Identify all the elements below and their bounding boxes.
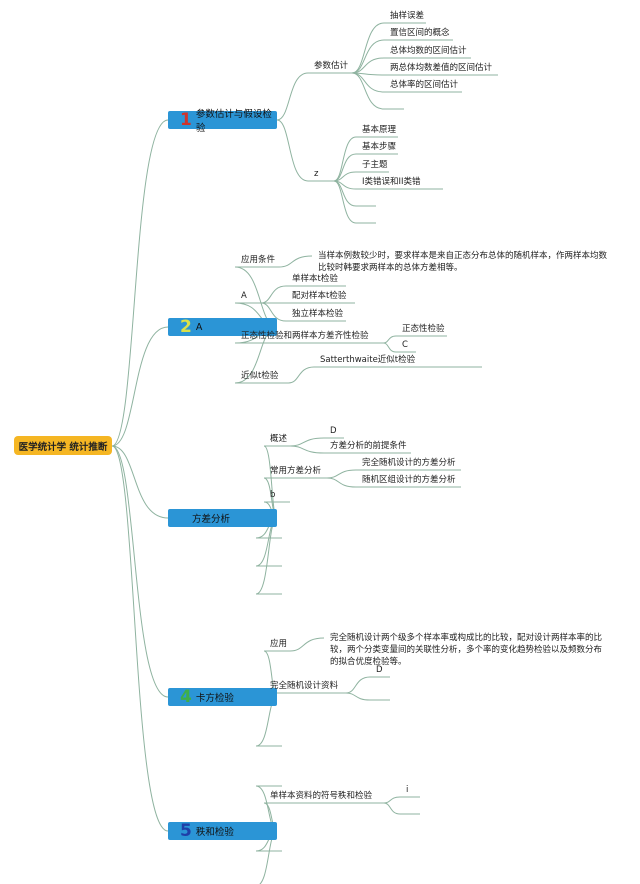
leaf-node-label[interactable]: 总体率的区间估计 (390, 80, 459, 90)
leaf-connector (326, 477, 357, 488)
leaf-node-label[interactable]: 抽样误差 (390, 11, 425, 21)
leaf-connector (383, 335, 397, 344)
leaf-connector (260, 302, 287, 322)
note-text: 当样本例数较少时，要求样本是来自正态分布总体的随机样本，作两样本均数比较时韩要求… (318, 251, 608, 273)
note-connector (289, 637, 325, 652)
leaf-node-label[interactable]: 独立样本检验 (292, 309, 344, 319)
branch-label: 参数估计与假设检验 (195, 109, 272, 134)
leaf-connector (351, 72, 385, 93)
leaf-node-label[interactable]: 配对样本t检验 (292, 291, 347, 301)
branch-label: A (195, 321, 203, 333)
branch-connector (111, 445, 169, 519)
leaf-connector (289, 437, 325, 447)
leaf-connector (326, 469, 357, 479)
root-node[interactable]: 医学统计学 统计推断 (14, 436, 112, 455)
leaf-node-label[interactable]: 方差分析的前提条件 (330, 441, 407, 451)
child-node-label[interactable]: A (241, 291, 247, 301)
note-connector (278, 255, 313, 268)
child-node-label[interactable]: 单样本资料的符号秩和检验 (270, 791, 373, 801)
leaf-connector (345, 676, 371, 694)
leaf-connector (333, 180, 357, 207)
child-connector (276, 119, 309, 182)
leaf-node-label[interactable]: 总体均数的区间估计 (390, 46, 467, 56)
child-node-label[interactable]: 近似t检验 (241, 371, 279, 381)
branch-label: 卡方检验 (195, 693, 234, 704)
leaf-connector (351, 22, 385, 74)
leaf-connector (383, 796, 401, 804)
leaf-node-label[interactable]: 两总体均数差值的区间估计 (390, 63, 493, 73)
child-node-label[interactable]: z (314, 169, 319, 179)
leaf-node-label[interactable]: 单样本t检验 (292, 274, 338, 284)
child-node-label[interactable]: 应用 (270, 639, 288, 649)
child-node-label[interactable]: 参数估计 (314, 61, 349, 71)
branch-3-node[interactable]: 方差分析 (168, 509, 277, 527)
branch-number: 4 (180, 687, 192, 707)
child-node-label[interactable]: 概述 (270, 434, 288, 444)
branch-connector (111, 445, 169, 698)
child-node-label[interactable]: 正态性检验和两样本方差齐性检验 (241, 331, 369, 341)
leaf-node-label[interactable]: D (376, 665, 383, 675)
leaf-node-label[interactable]: 完全随机设计的方差分析 (362, 458, 456, 468)
leaf-node-label[interactable]: D (330, 426, 337, 436)
branch-label: 方差分析 (192, 514, 231, 525)
branch-connector (111, 326, 169, 447)
leaf-connector (333, 136, 357, 182)
child-node-label[interactable]: b (270, 490, 276, 500)
leaf-connector (345, 692, 371, 701)
child-node-label[interactable]: 应用条件 (241, 255, 276, 265)
note-text: 完全随机设计两个级多个样本率或构成比的比较，配对设计两样本率的比较，两个分类变量… (330, 633, 603, 667)
leaf-node-label[interactable]: i (406, 785, 409, 795)
branch-connector (111, 119, 169, 447)
leaf-node-label[interactable]: 随机区组设计的方差分析 (362, 475, 456, 485)
leaf-connector (333, 180, 357, 224)
child-node-label[interactable]: 完全随机设计资料 (270, 681, 339, 691)
leaf-node-label[interactable]: C (402, 340, 408, 350)
leaf-connector (289, 445, 325, 454)
branch-connector (111, 445, 169, 832)
branch-number: 2 (180, 317, 192, 337)
leaf-connector (383, 802, 401, 815)
leaf-node-label[interactable]: 置信区间的概念 (390, 28, 450, 38)
leaf-connector (288, 366, 315, 384)
leaf-node-label[interactable]: 正态性检验 (402, 324, 445, 334)
leaf-connector (260, 285, 287, 304)
child-node-label[interactable]: 常用方差分析 (270, 466, 322, 476)
leaf-connector (333, 153, 357, 182)
branch-number: 5 (180, 821, 192, 841)
leaf-node-label[interactable]: 基本步骤 (362, 142, 397, 152)
child-connector (276, 72, 309, 121)
leaf-node-label[interactable]: I类错误和II类错 (362, 177, 421, 187)
leaf-node-label[interactable]: 子主题 (362, 160, 388, 170)
leaf-node-label[interactable]: 基本原理 (362, 125, 397, 135)
branch-number: 1 (180, 110, 192, 130)
leaf-connector (351, 72, 385, 110)
leaf-connector (383, 342, 397, 353)
leaf-node-label[interactable]: Satterthwaite近似t检验 (320, 355, 416, 365)
leaf-connector (351, 39, 385, 74)
branch-label: 秩和检验 (195, 827, 234, 838)
child-connector (255, 517, 278, 595)
